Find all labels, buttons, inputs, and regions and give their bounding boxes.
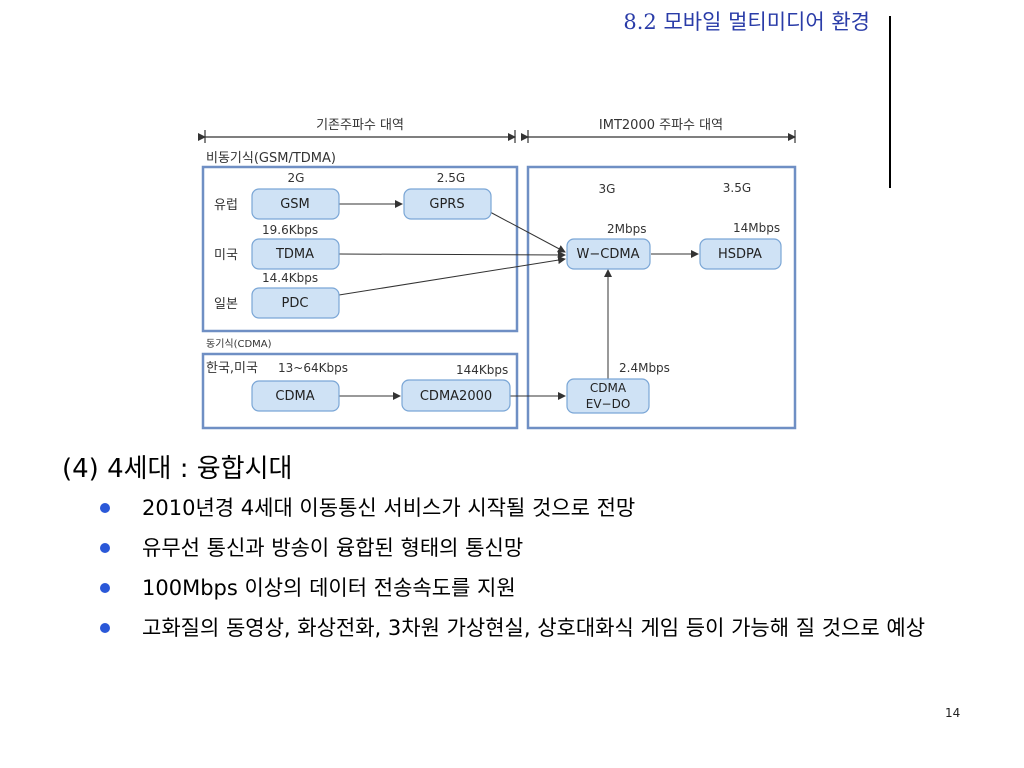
node-hsdpa-label: HSDPA	[718, 247, 762, 262]
region-usa-label: 미국	[214, 248, 238, 263]
rate-evdo-label: 2.4Mbps	[619, 361, 670, 375]
bullet-dot-icon	[100, 503, 110, 513]
imt2000-frame	[526, 165, 797, 430]
region-japan-label: 일본	[214, 297, 238, 312]
node-cdma2000: CDMA2000	[401, 379, 511, 412]
slide-section-title: 8.2 모바일 멀티미디어 환경	[623, 10, 870, 34]
arrow-pdc-wcdma	[338, 256, 566, 296]
node-gsm-label: GSM	[280, 197, 310, 212]
sync-section-label: 동기식(CDMA)	[206, 338, 272, 350]
sync-frame	[201, 352, 519, 430]
node-hsdpa: HSDPA	[699, 238, 782, 270]
rate-cdma2000-label: 144Kbps	[456, 363, 508, 377]
rate-tdma-label: 19.6Kbps	[262, 223, 318, 237]
node-pdc-label: PDC	[282, 296, 309, 311]
rate-wcdma-label: 2Mbps	[607, 222, 646, 236]
bullet-dot-icon	[100, 583, 110, 593]
rate-pdc-label: 14.4Kbps	[262, 271, 318, 285]
async-section-label: 비동기식(GSM/TDMA)	[206, 151, 336, 166]
node-gsm: GSM	[251, 188, 340, 220]
node-pdc: PDC	[251, 287, 340, 319]
node-cdma-label: CDMA	[275, 389, 314, 404]
node-gprs: GPRS	[403, 188, 492, 220]
existing-band-dimension	[198, 130, 516, 143]
gen-2g-label: 2G	[288, 171, 305, 185]
rate-hsdpa-label: 14Mbps	[733, 221, 780, 235]
bullet-text: 고화질의 동영상, 화상전화, 3차원 가상현실, 상호대화식 게임 등이 가능…	[142, 616, 926, 640]
node-cdma: CDMA	[251, 380, 340, 412]
node-cdma2000-label: CDMA2000	[420, 389, 492, 404]
bullet-list: 2010년경 4세대 이동통신 서비스가 시작될 것으로 전망 유무선 통신과 …	[100, 492, 960, 652]
node-wcdma-label: W−CDMA	[577, 247, 640, 262]
bullet-item: 유무선 통신과 방송이 융합된 형태의 통신망	[100, 532, 960, 564]
node-wcdma: W−CDMA	[566, 238, 651, 270]
node-gprs-label: GPRS	[429, 197, 464, 212]
bullet-item: 2010년경 4세대 이동통신 서비스가 시작될 것으로 전망	[100, 492, 960, 524]
mobile-network-evolution-diagram: 기존주파수 대역 IMT2000 주파수 대역 비동기식(GSM/TDMA) 동…	[198, 118, 797, 430]
bullet-dot-icon	[100, 623, 110, 633]
section-heading: (4) 4세대 : 융합시대	[62, 454, 293, 484]
node-evdo-label-line1: CDMA	[590, 381, 627, 395]
node-tdma: TDMA	[251, 238, 340, 270]
bullet-text: 2010년경 4세대 이동통신 서비스가 시작될 것으로 전망	[142, 496, 636, 520]
bullet-item: 고화질의 동영상, 화상전화, 3차원 가상현실, 상호대화식 게임 등이 가능…	[100, 612, 960, 644]
gen-3-5g-label: 3.5G	[723, 181, 751, 195]
imt2000-band-dimension	[521, 130, 796, 143]
imt2000-band-label: IMT2000 주파수 대역	[599, 118, 723, 133]
node-evdo: CDMA EV−DO	[566, 378, 650, 414]
existing-band-label: 기존주파수 대역	[316, 118, 404, 133]
bullet-item: 100Mbps 이상의 데이터 전송속도를 지원	[100, 572, 960, 604]
arrow-gprs-wcdma	[489, 211, 566, 253]
node-tdma-label: TDMA	[275, 247, 314, 262]
bullet-text: 유무선 통신과 방송이 융합된 형태의 통신망	[142, 536, 524, 560]
arrow-tdma-wcdma	[338, 250, 566, 259]
header-divider	[889, 16, 891, 188]
region-korea-usa-label: 한국,미국	[206, 361, 258, 376]
gen-3g-label: 3G	[599, 182, 616, 196]
bullet-dot-icon	[100, 543, 110, 553]
node-evdo-label-line2: EV−DO	[586, 397, 631, 411]
page-number: 14	[945, 706, 961, 720]
bullet-text: 100Mbps 이상의 데이터 전송속도를 지원	[142, 576, 516, 600]
flow-arrows	[338, 200, 699, 400]
gen-2-5g-label: 2.5G	[437, 171, 465, 185]
region-europe-label: 유럽	[214, 198, 238, 213]
rate-cdma-label: 13~64Kbps	[278, 361, 348, 375]
async-frame	[201, 165, 519, 333]
